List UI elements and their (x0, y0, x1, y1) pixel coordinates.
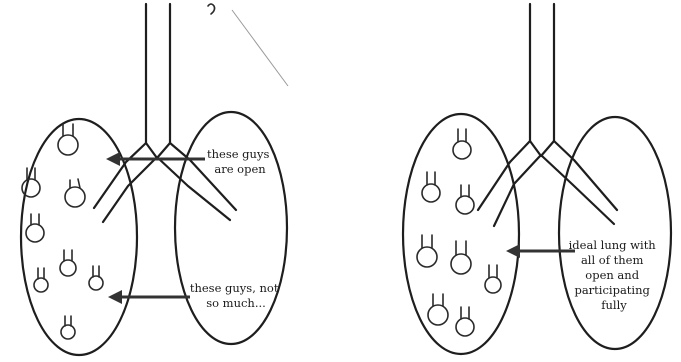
right-lung-diagram: ideal lung with all of them open and par… (403, 4, 671, 354)
alveolus-icon (485, 265, 501, 293)
left-lung-diagram: these guys are open these guys, not so m… (21, 4, 287, 355)
right-alveoli-group (417, 129, 501, 336)
alveolus-icon (417, 235, 437, 267)
alveolus-icon (34, 268, 48, 292)
pencil-scribble (208, 4, 288, 86)
annotation-closed: these guys, not so much... (190, 281, 282, 310)
alveolus-icon (65, 179, 85, 207)
arrow-ideal (506, 244, 575, 258)
left-airway-tree (94, 4, 236, 222)
alveolus-icon (453, 129, 471, 159)
alveolus-icon (456, 185, 474, 214)
right-airway-tree (478, 4, 617, 226)
alveolus-icon (451, 241, 471, 274)
alveolus-icon (61, 316, 75, 339)
left-alveoli-group (22, 124, 103, 339)
right-lobe-outline (559, 117, 671, 349)
alveolus-icon (422, 172, 440, 202)
annotation-open: these guys are open (207, 147, 273, 176)
alveolus-icon (456, 307, 474, 336)
alveolus-icon (428, 294, 448, 325)
arrow-closed (108, 290, 190, 304)
alveolus-icon (89, 266, 103, 290)
alveolus-icon (26, 214, 44, 242)
alveolus-icon (60, 250, 76, 276)
annotation-ideal: ideal lung with all of them open and par… (569, 238, 660, 312)
alveolus-icon (58, 124, 78, 155)
